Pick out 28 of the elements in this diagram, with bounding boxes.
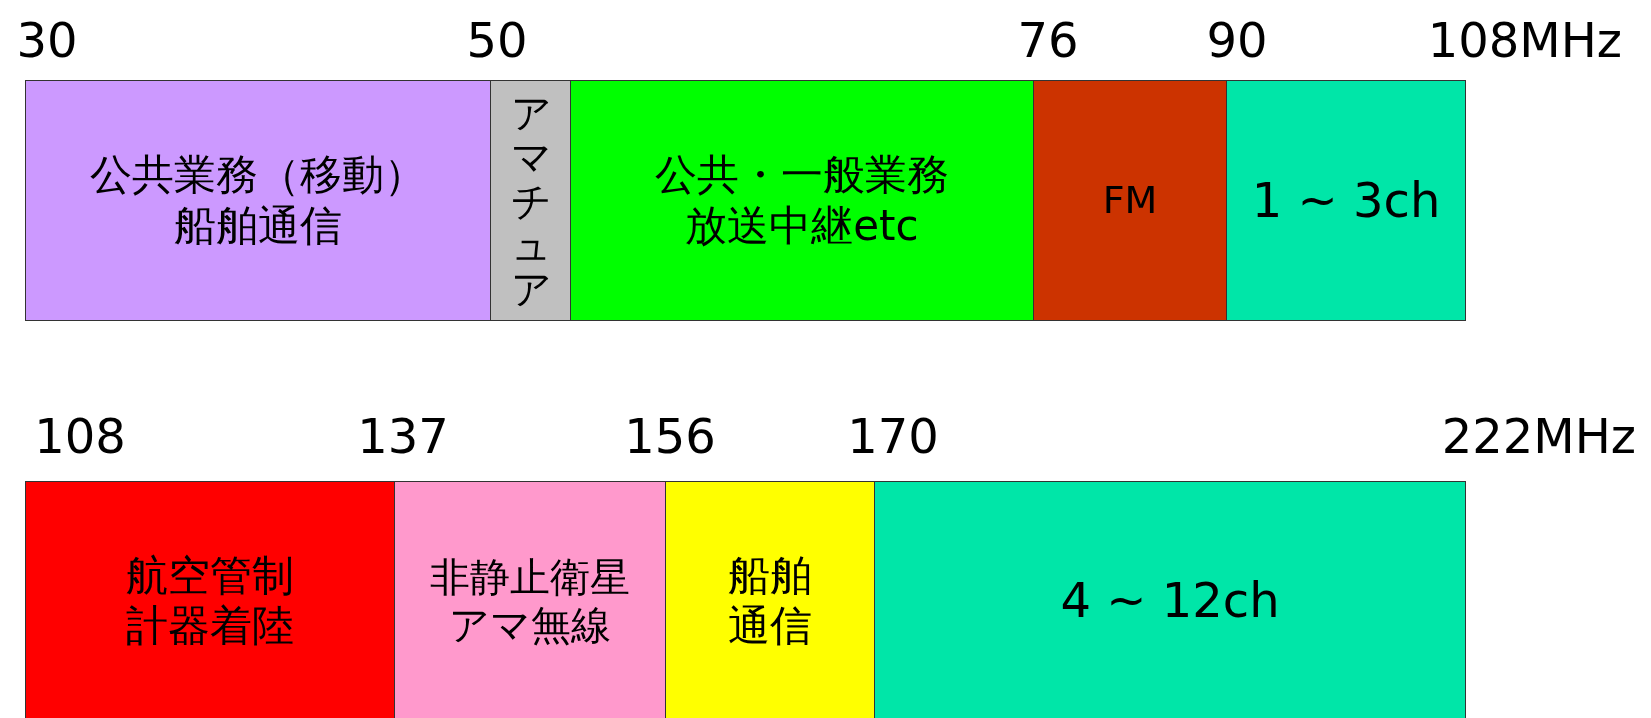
frequency-tick-label: 108 xyxy=(34,412,126,460)
frequency-band xyxy=(570,80,1034,321)
frequency-tick-label: 30 xyxy=(16,16,78,64)
frequency-band xyxy=(1033,80,1227,321)
frequency-tick-label: 170 xyxy=(847,412,939,460)
frequency-tick-label: 108MHz xyxy=(1427,16,1622,64)
frequency-band xyxy=(25,80,491,321)
frequency-tick-label: 156 xyxy=(624,412,716,460)
band-label: アマチュア xyxy=(510,90,551,311)
frequency-tick-label: 137 xyxy=(357,412,449,460)
band-label: 公共業務（移動）船舶通信 xyxy=(89,150,427,251)
band-label: 非静止衛星アマ無線 xyxy=(429,553,631,649)
band-label: 船舶通信 xyxy=(727,550,813,652)
band-label: 1 ~ 3ch xyxy=(1251,171,1441,230)
frequency-tick-label: 222MHz xyxy=(1441,412,1636,460)
band-label: 4 ~ 12ch xyxy=(1060,572,1280,630)
frequency-tick-label: 90 xyxy=(1206,16,1268,64)
frequency-band xyxy=(874,481,1466,718)
frequency-band xyxy=(1226,80,1466,321)
frequency-band xyxy=(490,80,571,321)
band-label: 公共・一般業務放送中継etc xyxy=(654,150,950,251)
frequency-tick-label: 50 xyxy=(466,16,528,64)
frequency-band xyxy=(665,481,875,718)
frequency-band xyxy=(25,481,395,718)
frequency-band xyxy=(394,481,666,718)
band-label: FM xyxy=(1102,177,1158,224)
frequency-tick-label: 76 xyxy=(1017,16,1079,64)
band-label: 航空管制計器着陸 xyxy=(125,550,295,652)
